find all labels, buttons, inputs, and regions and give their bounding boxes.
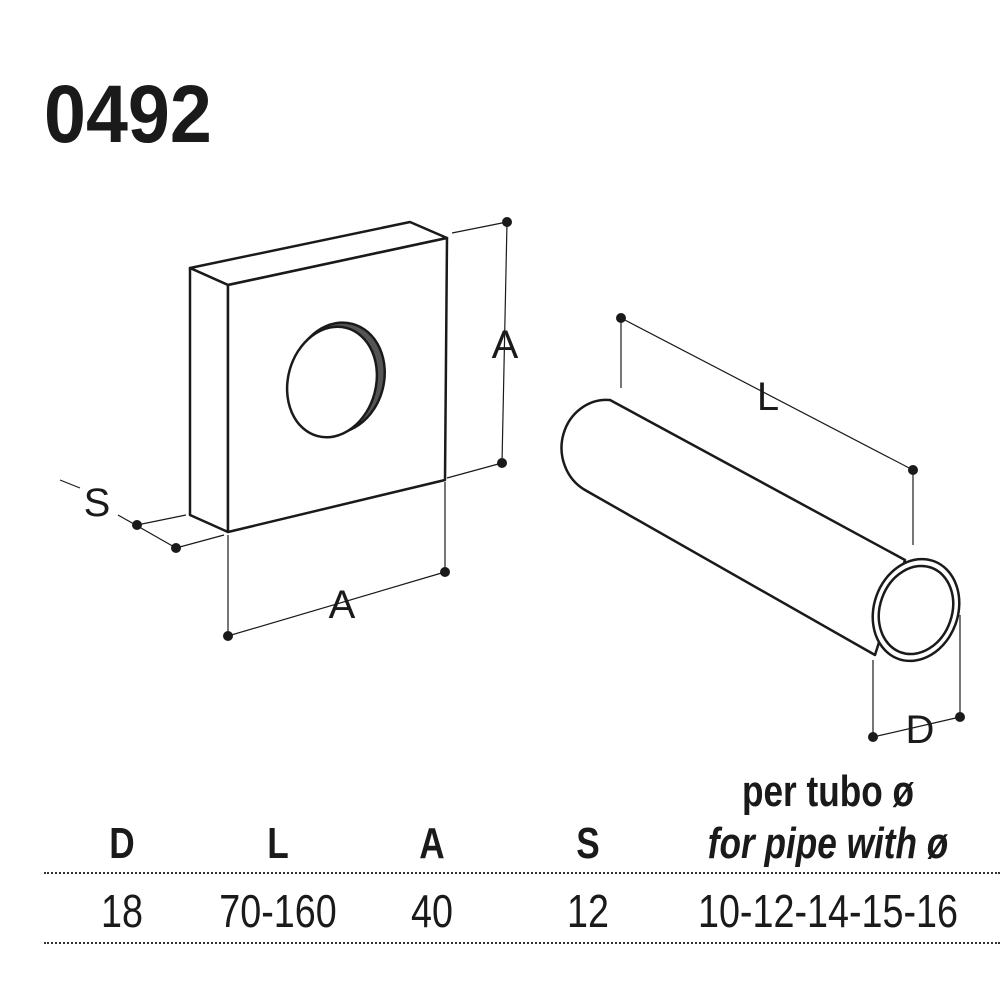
header-l: L [267, 819, 289, 868]
dim-label-a-vertical: A [491, 323, 519, 367]
value-l: 70-160 [219, 885, 337, 937]
header-d: D [109, 819, 135, 868]
square-plate [188, 220, 449, 534]
product-code: 0492 [44, 69, 212, 160]
dim-label-l: L [756, 375, 780, 419]
value-d: 18 [101, 885, 143, 937]
header-s: S [576, 819, 600, 868]
dim-label-a-horizontal: A [328, 583, 356, 627]
value-a: 40 [411, 885, 453, 937]
header-pipe-it: per tubo ø [741, 767, 915, 816]
value-pipe: 10-12-14-15-16 [697, 885, 959, 937]
pipe [560, 398, 961, 663]
dimension-dots [132, 217, 965, 742]
dim-label-d: D [905, 708, 935, 752]
value-s: 12 [567, 885, 609, 937]
divider [44, 942, 1000, 944]
dimension-lines [59, 221, 961, 738]
header-pipe-en: for pipe with ø [707, 819, 949, 868]
header-a: A [419, 819, 445, 868]
divider [44, 872, 1000, 874]
dim-label-s: S [83, 481, 111, 525]
